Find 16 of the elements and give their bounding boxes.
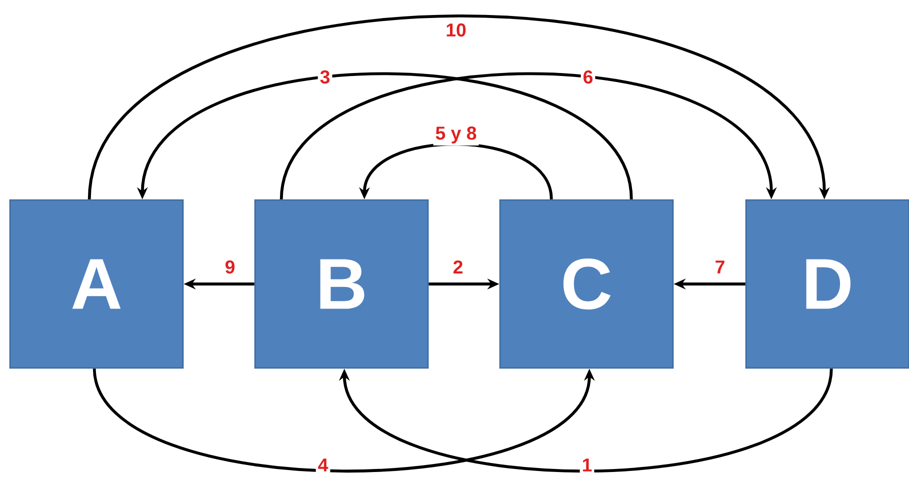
edge-label: 6 bbox=[580, 68, 596, 86]
edge-label: 1 bbox=[580, 456, 594, 474]
edge-label: 5 y 8 bbox=[433, 124, 479, 146]
letter-box: B bbox=[254, 199, 429, 369]
letter-box: C bbox=[499, 199, 674, 369]
edge-label: 3 bbox=[318, 68, 332, 86]
edge-label: 4 bbox=[316, 456, 330, 474]
edge-label: 2 bbox=[450, 258, 466, 276]
arrow bbox=[338, 368, 833, 472]
letter-box: D bbox=[745, 199, 909, 369]
edge-label: 7 bbox=[712, 258, 728, 276]
edge-label: 9 bbox=[222, 258, 238, 276]
letter-box: A bbox=[9, 199, 184, 369]
arrow bbox=[280, 72, 777, 200]
arrow bbox=[88, 14, 830, 200]
edge-label: 10 bbox=[444, 21, 468, 39]
